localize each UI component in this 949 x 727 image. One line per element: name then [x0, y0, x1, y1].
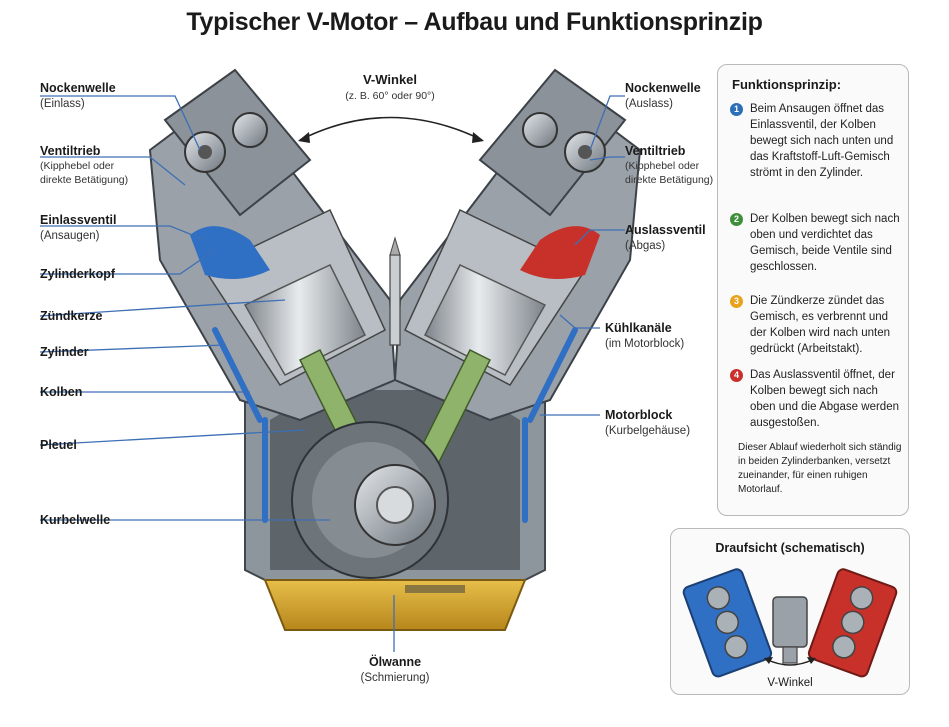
panel-title: Funktionsprinzip: — [732, 77, 842, 92]
right-cylinder-bank — [393, 68, 642, 523]
label-intake-valve: Einlassventil(Ansaugen) — [40, 213, 117, 242]
label-camshaft-intake: Nockenwelle(Einlass) — [40, 81, 116, 110]
top-view-center-block — [772, 596, 808, 648]
v-angle-note: (z. B. 60° oder 90°) — [345, 90, 435, 102]
step-text: Das Auslassventil öffnet, der Kolben bew… — [750, 369, 899, 429]
top-view-panel: Draufsicht (schematisch) V-Winkel — [670, 528, 910, 695]
step-badge: 3 — [730, 295, 743, 308]
v-angle-label: V-Winkel (z. B. 60° oder 90°) — [310, 72, 470, 104]
v-angle-arc — [299, 116, 483, 141]
arrow-right-icon — [472, 132, 484, 143]
label-crankshaft: Kurbelwelle — [40, 513, 111, 527]
left-cylinder-bank — [148, 68, 397, 523]
label-spark-plug: Zündkerze — [40, 309, 103, 323]
step-badge: 4 — [730, 369, 743, 382]
panel-summary: Dieser Ablauf wiederholt sich ständig in… — [738, 442, 902, 495]
top-view-title: Draufsicht (schematisch) — [715, 541, 865, 555]
page-title: Typischer V-Motor – Aufbau und Funktions… — [186, 8, 763, 36]
label-cooling-channels: Kühlkanäle(im Motorblock) — [605, 321, 685, 350]
top-view-left-bank — [682, 568, 773, 678]
label-exhaust-valve: Auslassventil(Abgas) — [625, 223, 706, 252]
label-connecting-rod: Pleuel — [40, 438, 77, 452]
label-cylinder: Zylinder — [40, 345, 89, 359]
top-view-diagram — [682, 568, 898, 678]
arrow-left-icon — [298, 132, 310, 143]
spark-plug — [389, 254, 401, 346]
step-badge: 1 — [730, 103, 743, 116]
label-engine-block: Motorblock(Kurbelgehäuse) — [605, 408, 691, 437]
label-valvetrain-right: Ventiltrieb (Kipphebel oder direkte Betä… — [625, 144, 714, 186]
label-oil-pan: Ölwanne(Schmierung) — [360, 655, 430, 684]
oil-pan — [263, 579, 527, 631]
top-view-label: V-Winkel — [767, 677, 813, 689]
label-cylinder-head: Zylinderkopf — [40, 267, 116, 281]
step-text: Beim Ansaugen öffnet das Einlassventil, … — [750, 103, 894, 179]
label-piston: Kolben — [40, 385, 83, 399]
step-badge: 2 — [730, 213, 743, 226]
step-text: Die Zündkerze zündet das Gemisch, es ver… — [750, 295, 891, 355]
function-principle-panel: Funktionsprinzip: 1 Beim Ansaugen öffnet… — [717, 64, 909, 516]
v-angle-title: V-Winkel — [362, 72, 418, 87]
top-view-right-bank — [807, 568, 898, 678]
label-valvetrain-left: Ventiltrieb (Kipphebel oder direkte Betä… — [40, 144, 129, 186]
label-camshaft-exhaust: Nockenwelle(Auslass) — [625, 81, 701, 110]
step-text: Der Kolben bewegt sich nach oben und ver… — [750, 213, 900, 273]
